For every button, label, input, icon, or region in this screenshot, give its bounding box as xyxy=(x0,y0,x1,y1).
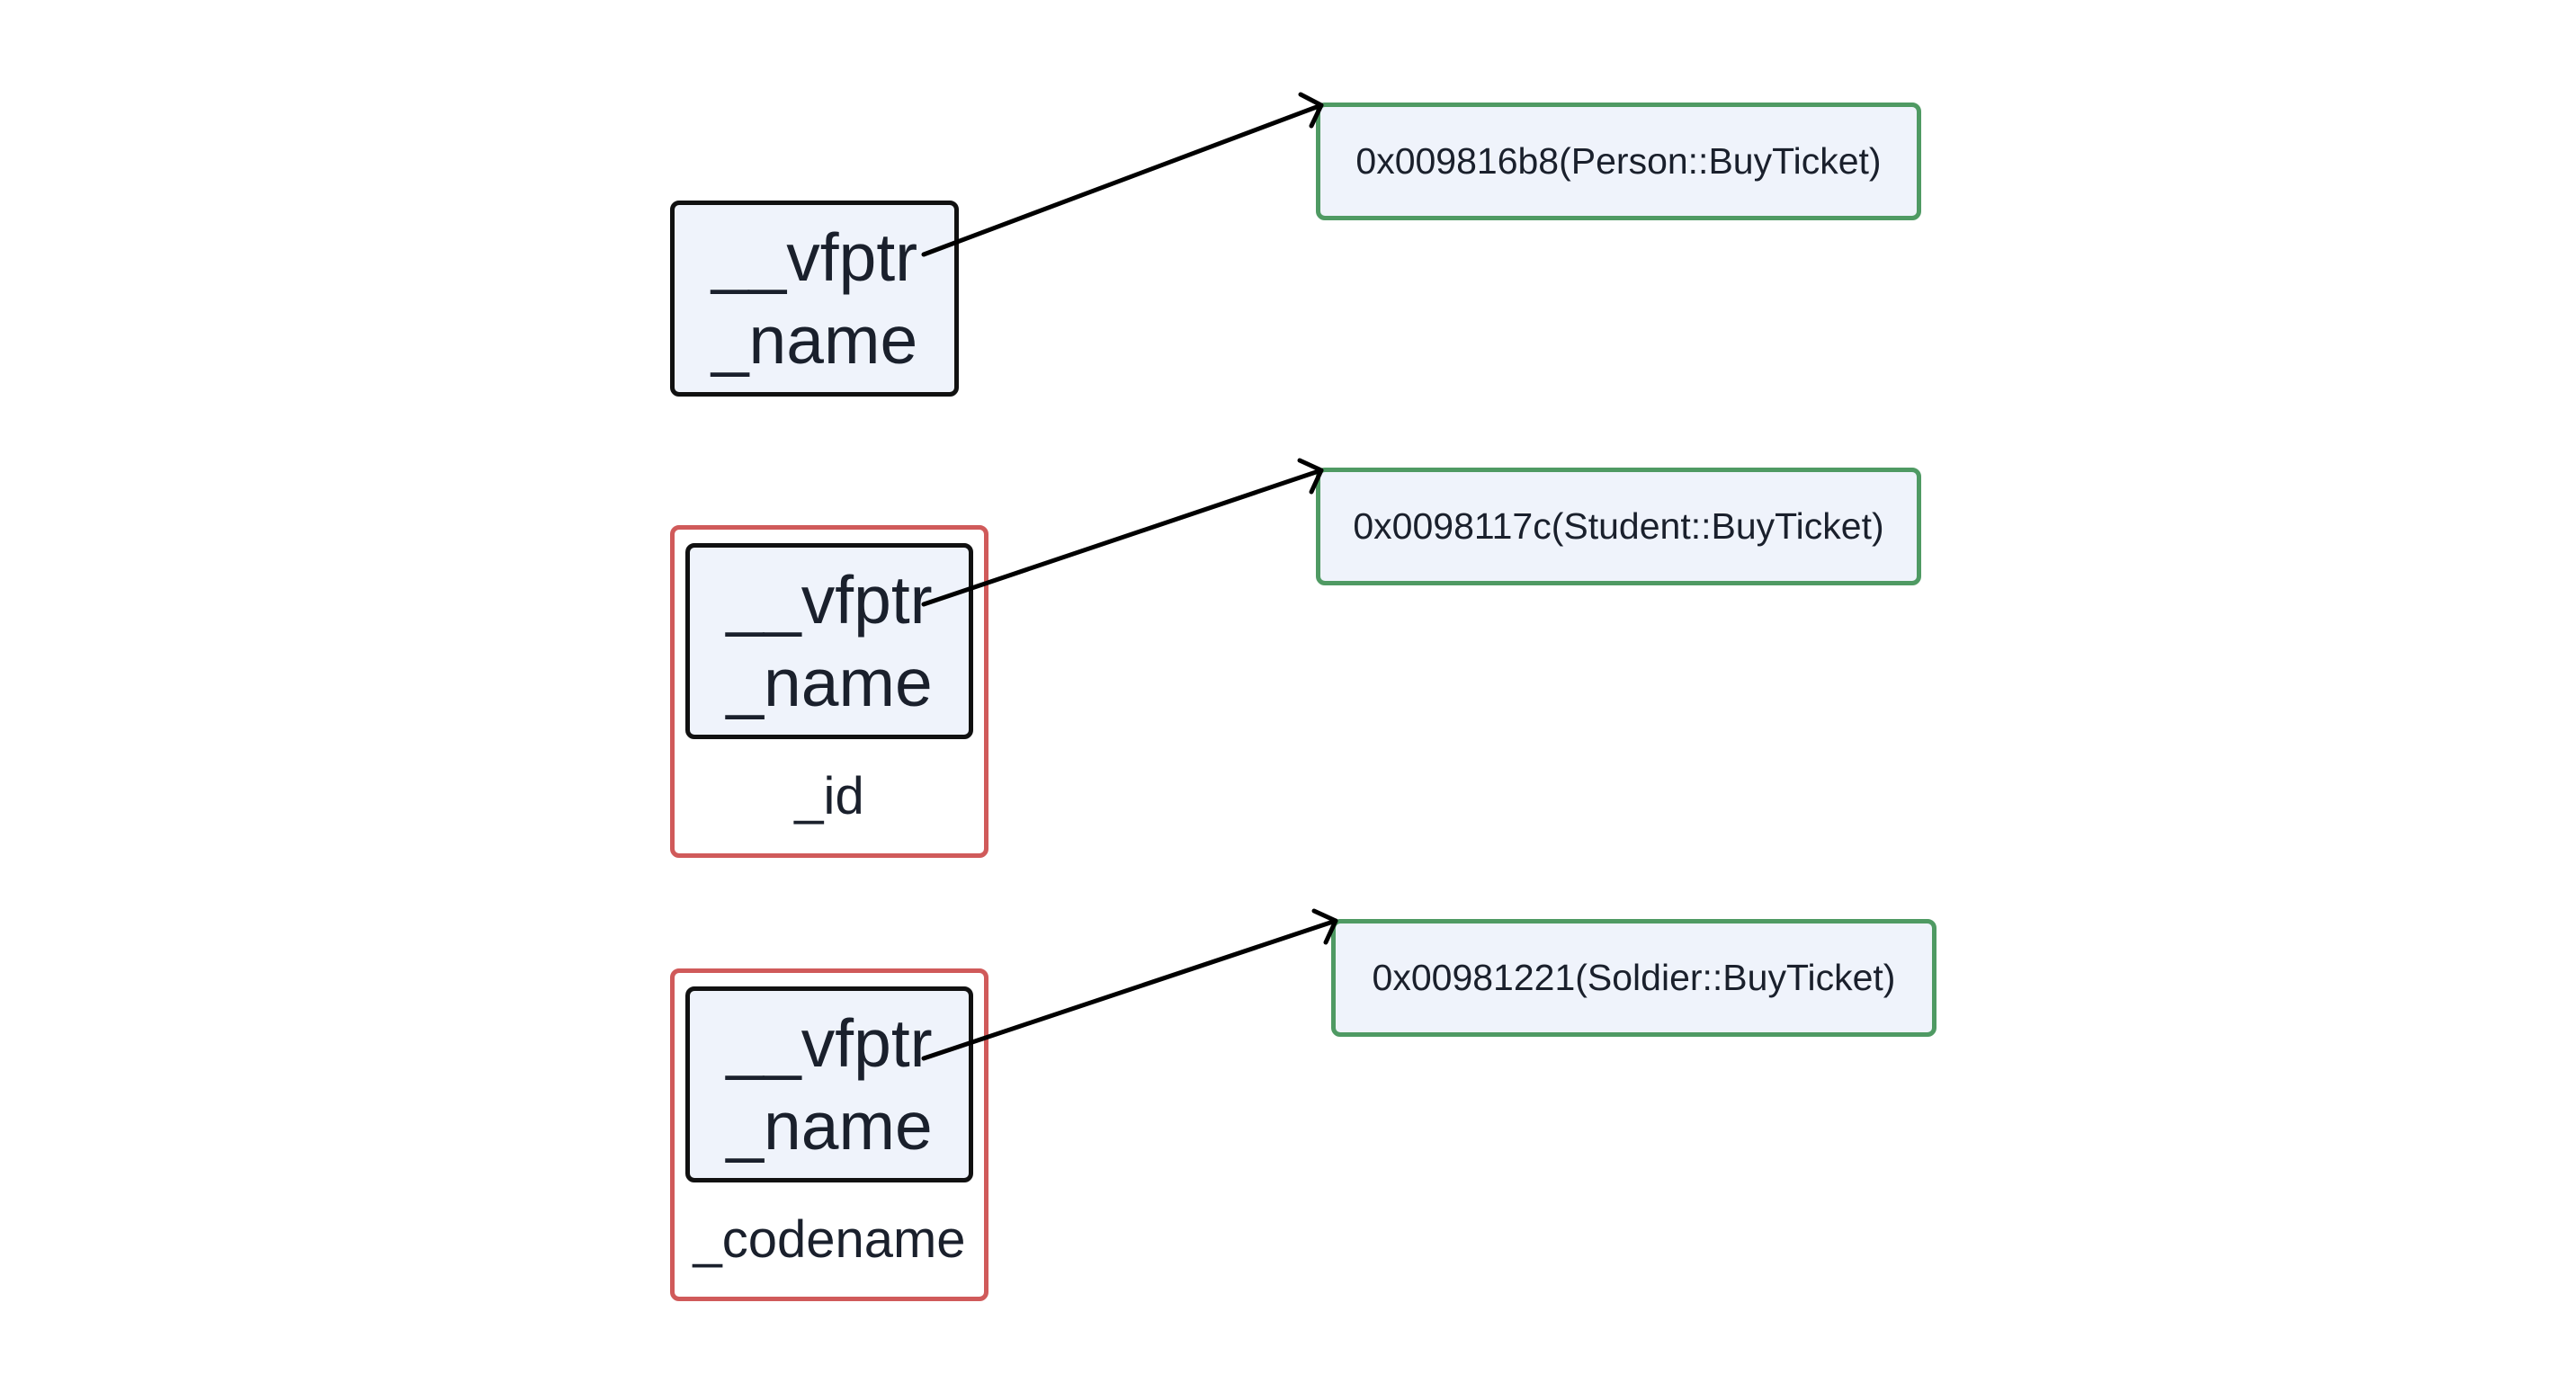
student-vfptr-field: __vfptr xyxy=(726,562,933,638)
soldier-codename-field: _codename xyxy=(693,1210,966,1269)
soldier-object: __vfptr _name _codename xyxy=(670,968,988,1301)
soldier-vtable-entry: 0x00981221(Soldier::BuyTicket) xyxy=(1331,919,1936,1037)
student-base-subobject: __vfptr _name xyxy=(685,543,973,739)
student-vtable-entry: 0x0098117c(Student::BuyTicket) xyxy=(1316,468,1921,585)
person-vfptr-field: __vfptr xyxy=(711,219,918,295)
person-name-field: _name xyxy=(711,302,918,378)
soldier-name-field: _name xyxy=(726,1088,933,1164)
person-vtable-entry: 0x009816b8(Person::BuyTicket) xyxy=(1316,103,1921,220)
soldier-base-subobject: __vfptr _name xyxy=(685,986,973,1182)
soldier-vfptr-field: __vfptr xyxy=(726,1005,933,1081)
person-vfptr-arrow xyxy=(921,92,1324,257)
person-object: __vfptr _name xyxy=(670,201,959,397)
student-object: __vfptr _name _id xyxy=(670,525,988,858)
student-name-field: _name xyxy=(726,645,933,720)
student-id-field: _id xyxy=(794,767,864,825)
